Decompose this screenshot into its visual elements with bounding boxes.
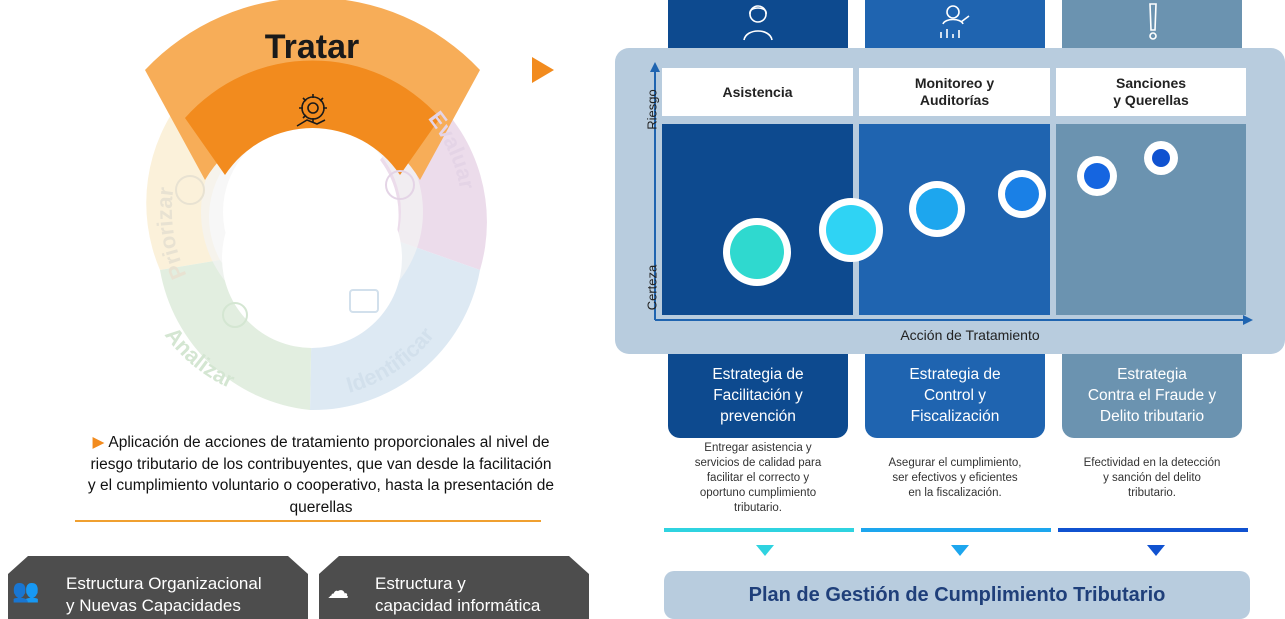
bar-col1: [664, 528, 854, 532]
faded-chart-person-icon: [222, 302, 248, 328]
segment-identificar[interactable]: [310, 240, 480, 411]
faded-document-icon: [385, 170, 415, 200]
strategy-description-2: Asegurar el cumplimiento,ser efectivos y…: [888, 457, 1022, 499]
description-underline: [75, 520, 541, 522]
person-support-icon: [743, 5, 773, 41]
tab1-line2: y Nuevas Capacidades: [66, 596, 241, 615]
column2-icon-box: [865, 0, 1045, 48]
tab2-line1: Estructura y: [375, 574, 466, 593]
down-arrow-col3: [1147, 545, 1165, 556]
segment-tratar-inner: [185, 60, 440, 175]
play-arrow-icon: [532, 57, 554, 83]
faded-id-card-icon: [349, 289, 379, 313]
bar-col3: [1058, 528, 1248, 532]
column3-icon-box: [1062, 0, 1242, 48]
down-arrow-col1: [756, 545, 774, 556]
x-axis-label: Acción de Tratamiento: [900, 327, 1040, 343]
exclamation-icon: [1149, 3, 1157, 40]
header-asistencia: Asistencia: [662, 68, 853, 116]
y-axis-top-label: Riesgo: [644, 89, 660, 130]
cloud-network-icon: ☁: [327, 578, 349, 603]
tab-estructura-organizacional[interactable]: 👥 Estructura Organizacional y Nuevas Cap…: [8, 556, 308, 619]
plan-title-box: Plan de Gestión de Cumplimiento Tributar…: [664, 571, 1250, 619]
plan-title: Plan de Gestión de Cumplimiento Tributar…: [748, 583, 1166, 606]
risk-bubbles: [723, 141, 1178, 286]
tab1-line1: Estructura Organizacional: [66, 574, 262, 593]
person-chart-icon: [940, 5, 970, 38]
bullet-arrow-icon: ▶: [92, 434, 105, 451]
bar-col2: [861, 528, 1051, 532]
people-group-icon: 👥: [12, 578, 40, 603]
risk-cycle-wheel: Tratar Priorizar Evaluar Identificar Ana…: [145, 0, 487, 411]
y-axis-bottom-label: Certeza: [644, 264, 660, 311]
tratar-label: Tratar: [265, 28, 360, 66]
faded-hands-icon: [175, 175, 205, 205]
gear-hand-icon: [296, 94, 327, 127]
matrix-axes: [650, 62, 1253, 325]
tab-estructura-informatica[interactable]: ☁ Estructura y capacidad informática: [319, 556, 589, 619]
treatment-description: ▶Aplicación de acciones de tratamiento p…: [87, 434, 555, 516]
down-arrow-col2: [951, 545, 969, 556]
tab2-line2: capacidad informática: [375, 596, 541, 615]
segment-analizar[interactable]: [160, 260, 312, 410]
